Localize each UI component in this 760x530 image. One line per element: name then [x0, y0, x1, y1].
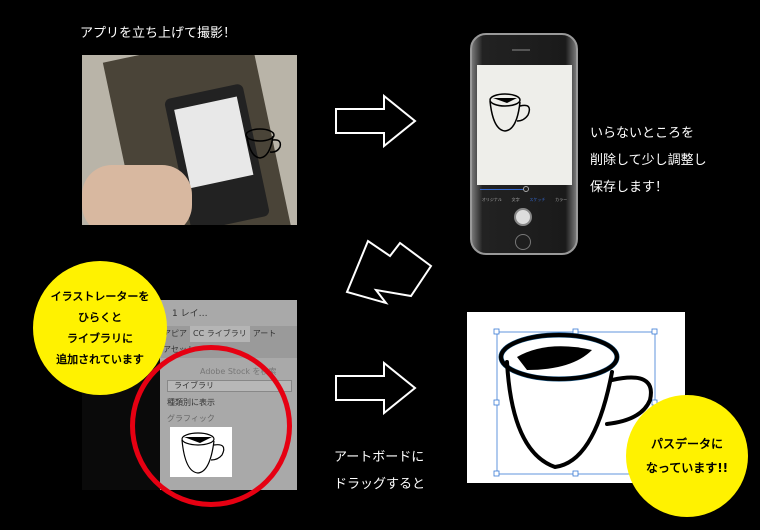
step4-caption-line2: ドラッグすると: [334, 477, 426, 492]
mode-original[interactable]: オリジナル: [481, 197, 502, 202]
highlight-circle: [130, 345, 292, 507]
arrow-down-left-icon: [345, 239, 433, 305]
bubble-line: イラストレーターを: [50, 290, 150, 303]
mode-sketch[interactable]: スケッチ: [529, 197, 546, 202]
tab-cc-libraries[interactable]: CC ライブラリ: [190, 326, 250, 342]
mode-text[interactable]: 文字: [511, 197, 520, 202]
bubble-line: ライブラリに: [67, 332, 133, 345]
bubble-line: ひらくと: [78, 311, 122, 324]
bubble-line: なっています!!: [645, 461, 729, 475]
bubble-line: 追加されています: [56, 353, 144, 366]
photo-taking-picture: [82, 55, 297, 225]
panel-header: 1 レイ…: [172, 309, 208, 319]
step2-caption-line3: 保存します！: [590, 180, 669, 195]
smartphone: オリジナル 文字 スケッチ カラー: [470, 33, 578, 255]
tab-appearance[interactable]: アピア: [163, 329, 187, 338]
arrow-right-icon: [335, 93, 417, 149]
step3-bubble: イラストレーターを ひらくと ライブラリに 追加されています: [33, 261, 167, 395]
mode-color[interactable]: カラー: [555, 197, 568, 202]
shutter-button[interactable]: [514, 208, 532, 226]
home-button: [515, 234, 531, 250]
cup-vector-path[interactable]: [467, 312, 685, 483]
phone-slider[interactable]: [480, 189, 524, 190]
cup-sketch-paper: [245, 128, 282, 159]
step2-caption-line1: いらないところを: [590, 126, 695, 141]
tab-artboard[interactable]: アート: [252, 329, 277, 338]
phone-speaker: [512, 49, 530, 51]
step1-caption: アプリを立ち上げて撮影！: [80, 26, 237, 41]
bubble-line: パスデータに: [650, 437, 723, 451]
arrow-right-icon: [335, 360, 417, 416]
step2-caption-line2: 削除して少し調整し: [590, 153, 707, 168]
hand: [82, 165, 192, 225]
step4-bubble: パスデータに なっています!!: [626, 395, 748, 517]
step4-caption-line1: アートボードに: [334, 450, 425, 465]
phone-slider-handle[interactable]: [523, 186, 529, 192]
phone-screen: [477, 65, 572, 185]
cup-sketch-icon: [489, 93, 531, 132]
tab-assets[interactable]: アセット: [163, 345, 195, 354]
